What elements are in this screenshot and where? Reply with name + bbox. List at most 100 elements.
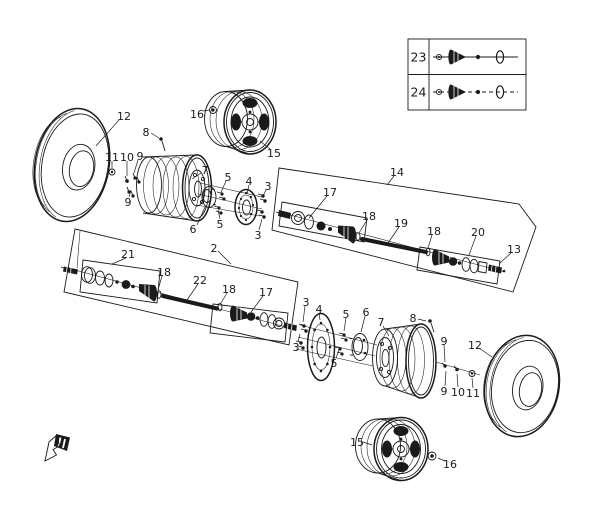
stud-axis-line	[299, 324, 378, 346]
right-axle-assembly-box	[271, 167, 537, 293]
leader-line	[246, 184, 250, 195]
part-label-3: 3	[303, 296, 310, 309]
leader-line	[157, 275, 163, 291]
front-left-rim	[136, 154, 213, 222]
legend-row-24-number: 24	[411, 85, 427, 100]
leader-line	[220, 180, 227, 193]
leader-line	[343, 317, 347, 332]
leader-line	[133, 159, 139, 174]
leader-line	[360, 315, 366, 333]
cv-joint-box-17-right	[278, 201, 368, 243]
drive-shaft-19	[360, 237, 428, 254]
part-label-11: 11	[466, 387, 480, 400]
leader-line	[308, 195, 328, 219]
hub-nut-washer-fasteners-right	[435, 361, 481, 377]
part-label-13: 13	[507, 243, 521, 256]
cv-joint-outer-left	[60, 266, 162, 302]
leader-line	[443, 344, 446, 363]
part-label-9: 9	[125, 196, 132, 209]
leader-line	[111, 257, 127, 265]
part-label-4: 4	[316, 303, 323, 316]
part-label-11: 11	[105, 151, 119, 164]
boot-clamp	[425, 247, 431, 257]
part-label-4: 4	[246, 175, 253, 188]
boot-clamp	[217, 302, 223, 312]
part-label-19: 19	[394, 217, 408, 230]
cv-joint-box-20	[416, 246, 501, 285]
part-label-18: 18	[427, 225, 441, 238]
cv-joint-box-21	[79, 259, 161, 304]
part-label-18: 18	[362, 210, 376, 223]
part-label-8: 8	[410, 312, 417, 325]
part-label-3: 3	[265, 180, 272, 193]
leader-line	[386, 175, 395, 186]
cv-joint-box-17-left	[209, 303, 289, 343]
front-right-wheel-assembly	[295, 312, 561, 438]
leader-line	[150, 132, 160, 139]
part-label-6: 6	[190, 223, 197, 236]
part-label-16: 16	[443, 458, 457, 471]
wheel-studs-right	[334, 332, 348, 356]
leader-line	[478, 347, 493, 358]
part-label-15: 15	[267, 147, 281, 160]
part-label-21: 21	[121, 248, 135, 261]
part-label-16: 16	[190, 108, 204, 121]
leader-line	[468, 235, 477, 256]
front-direction-arrow-icon	[44, 434, 70, 462]
part-label-5: 5	[331, 357, 338, 370]
part-label-7: 7	[202, 164, 209, 177]
leader-line	[217, 250, 232, 265]
leader-line	[427, 234, 433, 249]
leader-line	[220, 292, 228, 304]
part-label-5: 5	[225, 171, 232, 184]
legend-row-23-number: 23	[411, 50, 427, 65]
legend-row-23: 23	[411, 49, 518, 65]
part-label-17: 17	[259, 286, 273, 299]
boot-kit-solid-icon	[433, 49, 518, 65]
part-label-15: 15	[350, 436, 364, 449]
part-label-22: 22	[193, 274, 207, 287]
part-label-10: 10	[120, 151, 134, 164]
part-label-9: 9	[441, 335, 448, 348]
leader-line	[128, 189, 132, 198]
leader-line	[387, 226, 400, 244]
valve-stem-right	[428, 319, 435, 333]
leader-line	[196, 206, 206, 226]
leader-line	[382, 325, 390, 337]
leader-line	[456, 373, 459, 388]
part-label-7: 7	[378, 316, 385, 329]
stud-axis-line	[199, 182, 263, 198]
part-label-17: 17	[323, 186, 337, 199]
stud-axis-line	[295, 348, 374, 367]
drive-shaft-22	[161, 294, 219, 311]
leader-line	[217, 209, 221, 220]
spare-wheel-bottom	[355, 416, 437, 482]
cv-joint-outer-right	[275, 210, 361, 244]
leader-line	[417, 318, 427, 322]
valve-stem-left	[159, 137, 166, 152]
leader-line	[202, 109, 210, 112]
wheel-nut-top	[209, 106, 217, 114]
part-label-5: 5	[217, 218, 224, 231]
part-label-3: 3	[255, 229, 262, 242]
leader-line	[335, 349, 340, 359]
stud-axis-line	[297, 336, 376, 357]
left-axle-assembly-box	[60, 228, 299, 346]
part-label-9: 9	[137, 150, 144, 163]
front-left-wheel-assembly	[32, 107, 267, 226]
part-label-3: 3	[293, 341, 300, 354]
leader-line	[318, 312, 321, 321]
leader-line	[471, 377, 474, 389]
part-label-18: 18	[157, 266, 171, 279]
part-label-12: 12	[117, 110, 131, 123]
cv-joint-inner-right	[432, 249, 506, 274]
leader-line	[498, 252, 512, 265]
stud-axis-line	[195, 204, 261, 217]
part-label-12: 12	[468, 339, 482, 352]
leader-line	[250, 295, 264, 313]
legend-table: 23 24	[407, 38, 527, 111]
part-label-20: 20	[471, 226, 485, 239]
leader-line	[95, 119, 120, 147]
cv-joint-inner-left	[230, 305, 297, 331]
front-right-rim	[372, 323, 437, 399]
